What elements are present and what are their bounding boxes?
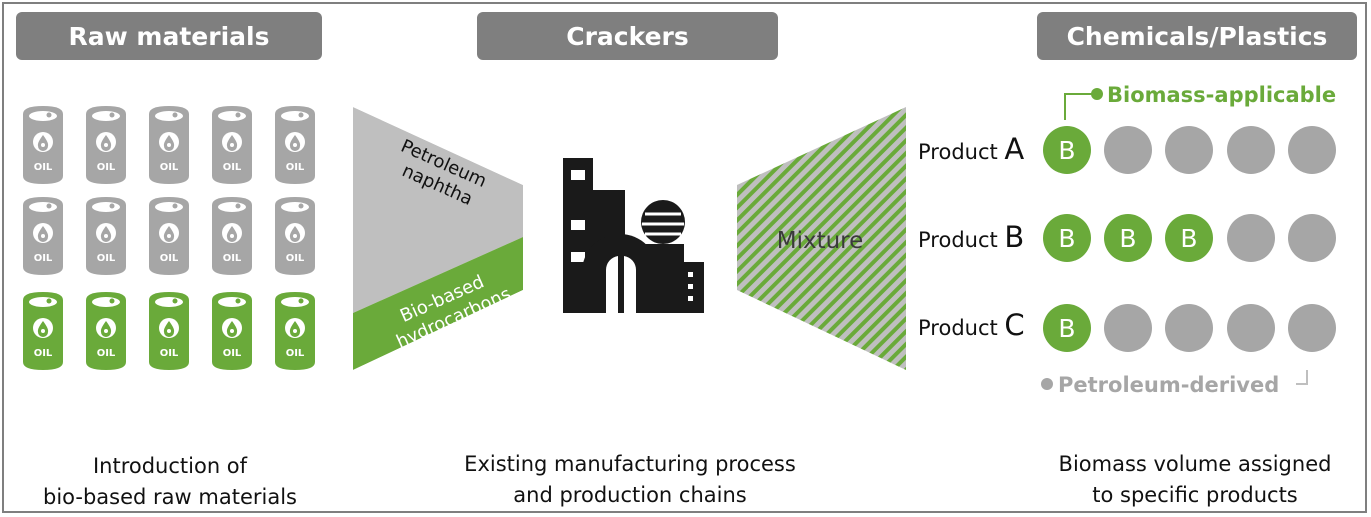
petroleum-legend-dot xyxy=(1041,378,1053,390)
factory-icon xyxy=(563,158,704,313)
legend-biomass: Biomass-applicable xyxy=(1064,83,1336,120)
oil-barrel-icon: OIL xyxy=(212,292,252,370)
oil-barrel-label: OIL xyxy=(286,253,305,264)
biomass-legend-text: Biomass-applicable xyxy=(1107,83,1336,107)
product-a-label: Product A xyxy=(918,132,1025,166)
oil-barrel-label: OIL xyxy=(160,162,179,173)
header-raw-materials: Raw materials xyxy=(16,12,322,60)
oil-barrel-label: OIL xyxy=(34,162,53,173)
oil-barrel-label: OIL xyxy=(286,348,305,359)
oil-barrel-icon: OIL xyxy=(275,292,315,370)
petroleum-circle xyxy=(1165,126,1213,174)
oil-barrel-label: OIL xyxy=(223,348,242,359)
biomass-circle xyxy=(1043,214,1091,262)
biomass-circle-label: B xyxy=(1058,136,1075,165)
oil-barrel-label: OIL xyxy=(160,253,179,264)
petroleum-circle xyxy=(1165,304,1213,352)
oil-barrel-icon: OIL xyxy=(23,106,63,184)
oil-barrel-label: OIL xyxy=(160,348,179,359)
oil-barrel-label: OIL xyxy=(223,253,242,264)
petroleum-naphtha-band xyxy=(353,107,523,313)
barrel-grid: OIL OIL OIL OIL OIL OIL OIL OIL OIL OIL OIL OIL OIL O… xyxy=(23,106,315,370)
header-chemicals-plastics: Chemicals/Plastics xyxy=(1037,12,1357,60)
oil-barrel-icon: OIL xyxy=(23,197,63,275)
biomass-circle xyxy=(1043,304,1091,352)
petroleum-callout-line xyxy=(1296,370,1308,385)
petroleum-circle xyxy=(1104,304,1152,352)
oil-barrel-icon: OIL xyxy=(275,197,315,275)
biomass-callout-line xyxy=(1064,93,1095,120)
petroleum-circle xyxy=(1227,214,1275,262)
petroleum-circle xyxy=(1288,214,1336,262)
petroleum-circle xyxy=(1288,304,1336,352)
petroleum-circle xyxy=(1288,126,1336,174)
biomass-circle-label: B xyxy=(1119,224,1136,253)
oil-barrel-label: OIL xyxy=(34,253,53,264)
mixture-funnel: Mixture xyxy=(737,107,906,370)
biomass-circle-label: B xyxy=(1180,224,1197,253)
product-b-label: Product B xyxy=(918,220,1025,254)
oil-barrel-icon: OIL xyxy=(275,106,315,184)
oil-barrel-icon: OIL xyxy=(23,292,63,370)
bio-hydrocarbons-band xyxy=(353,237,523,370)
petroleum-circle xyxy=(1227,304,1275,352)
legend-petroleum: Petroleum-derived xyxy=(1041,370,1308,397)
biomass-legend-dot xyxy=(1091,88,1103,100)
oil-barrel-icon: OIL xyxy=(86,197,126,275)
petroleum-legend-text: Petroleum-derived xyxy=(1058,373,1279,397)
oil-barrel-label: OIL xyxy=(223,162,242,173)
petroleum-circle xyxy=(1227,126,1275,174)
biomass-circle xyxy=(1165,214,1213,262)
oil-barrel-icon: OIL xyxy=(212,197,252,275)
oil-barrel-label: OIL xyxy=(97,253,116,264)
oil-barrel-icon: OIL xyxy=(212,106,252,184)
biomass-circle xyxy=(1104,214,1152,262)
biomass-circle-label: B xyxy=(1058,314,1075,343)
mixture-label: Mixture xyxy=(777,228,864,254)
oil-barrel-icon: OIL xyxy=(86,292,126,370)
product-circles: B B B B B xyxy=(1043,126,1336,352)
oil-barrel-icon: OIL xyxy=(86,106,126,184)
biomass-circle xyxy=(1043,126,1091,174)
oil-barrel-label: OIL xyxy=(97,348,116,359)
petroleum-circle xyxy=(1104,126,1152,174)
oil-barrel-label: OIL xyxy=(97,162,116,173)
oil-barrel-icon: OIL xyxy=(149,106,189,184)
oil-barrel-label: OIL xyxy=(34,348,53,359)
cracker-input-funnel: Petroleum naphtha Bio-based hydrocarbons xyxy=(353,107,523,370)
oil-barrel-label: OIL xyxy=(286,162,305,173)
header-crackers: Crackers xyxy=(477,12,778,60)
biomass-circle-label: B xyxy=(1058,224,1075,253)
oil-barrel-icon: OIL xyxy=(149,292,189,370)
product-c-label: Product C xyxy=(918,308,1025,342)
oil-barrel-icon: OIL xyxy=(149,197,189,275)
